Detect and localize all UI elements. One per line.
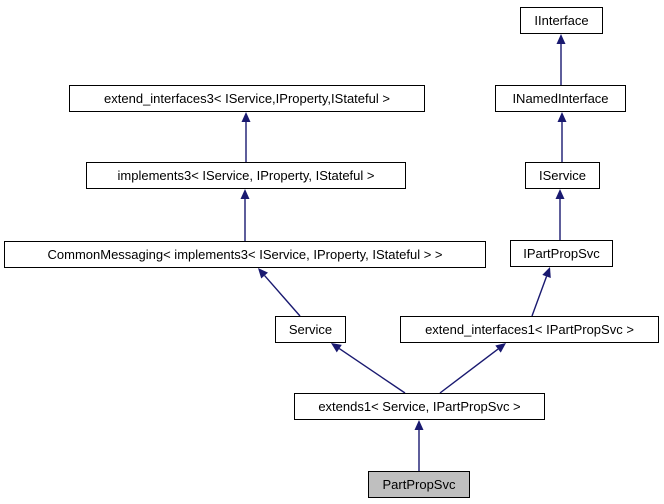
class-node-extends1[interactable]: extends1< Service, IPartPropSvc > xyxy=(294,393,545,420)
class-node-inamedinterface[interactable]: INamedInterface xyxy=(495,85,626,112)
inheritance-arrowhead-implements3-to-extend-interfaces3 xyxy=(241,112,251,122)
class-node-ipartpropsvc[interactable]: IPartPropSvc xyxy=(510,240,613,267)
class-node-commonmessaging[interactable]: CommonMessaging< implements3< IService, … xyxy=(4,241,486,268)
inheritance-arrowhead-extends1-to-extend-interfaces1 xyxy=(495,343,506,353)
inheritance-arrowhead-ipartpropsvc-to-iservice xyxy=(555,189,565,199)
inheritance-edge-extend-interfaces1-to-ipartpropsvc xyxy=(531,276,548,317)
inheritance-edge-extends1-to-service xyxy=(338,348,406,394)
inheritance-arrowhead-partpropsvc-to-extends1 xyxy=(414,420,424,430)
class-node-iinterface[interactable]: IInterface xyxy=(520,7,603,34)
class-node-extend-interfaces3[interactable]: extend_interfaces3< IService,IProperty,I… xyxy=(69,85,425,112)
class-node-partpropsvc: PartPropSvc xyxy=(368,471,470,498)
inheritance-arrowhead-extend-interfaces1-to-ipartpropsvc xyxy=(542,267,551,278)
inheritance-edge-service-to-commonmessaging xyxy=(264,275,301,317)
class-node-service[interactable]: Service xyxy=(275,316,346,343)
inheritance-arrowhead-commonmessaging-to-implements3 xyxy=(240,189,250,199)
class-node-implements3[interactable]: implements3< IService, IProperty, IState… xyxy=(86,162,406,189)
inheritance-arrowhead-service-to-commonmessaging xyxy=(258,268,268,279)
inheritance-arrowhead-inamedinterface-to-iinterface xyxy=(556,34,566,44)
inheritance-edge-extends1-to-extend-interfaces1 xyxy=(439,348,499,394)
class-node-iservice[interactable]: IService xyxy=(525,162,600,189)
inheritance-arrowhead-extends1-to-service xyxy=(331,343,342,353)
class-node-extend-interfaces1[interactable]: extend_interfaces1< IPartPropSvc > xyxy=(400,316,659,343)
inheritance-arrowhead-iservice-to-inamedinterface xyxy=(557,112,567,122)
